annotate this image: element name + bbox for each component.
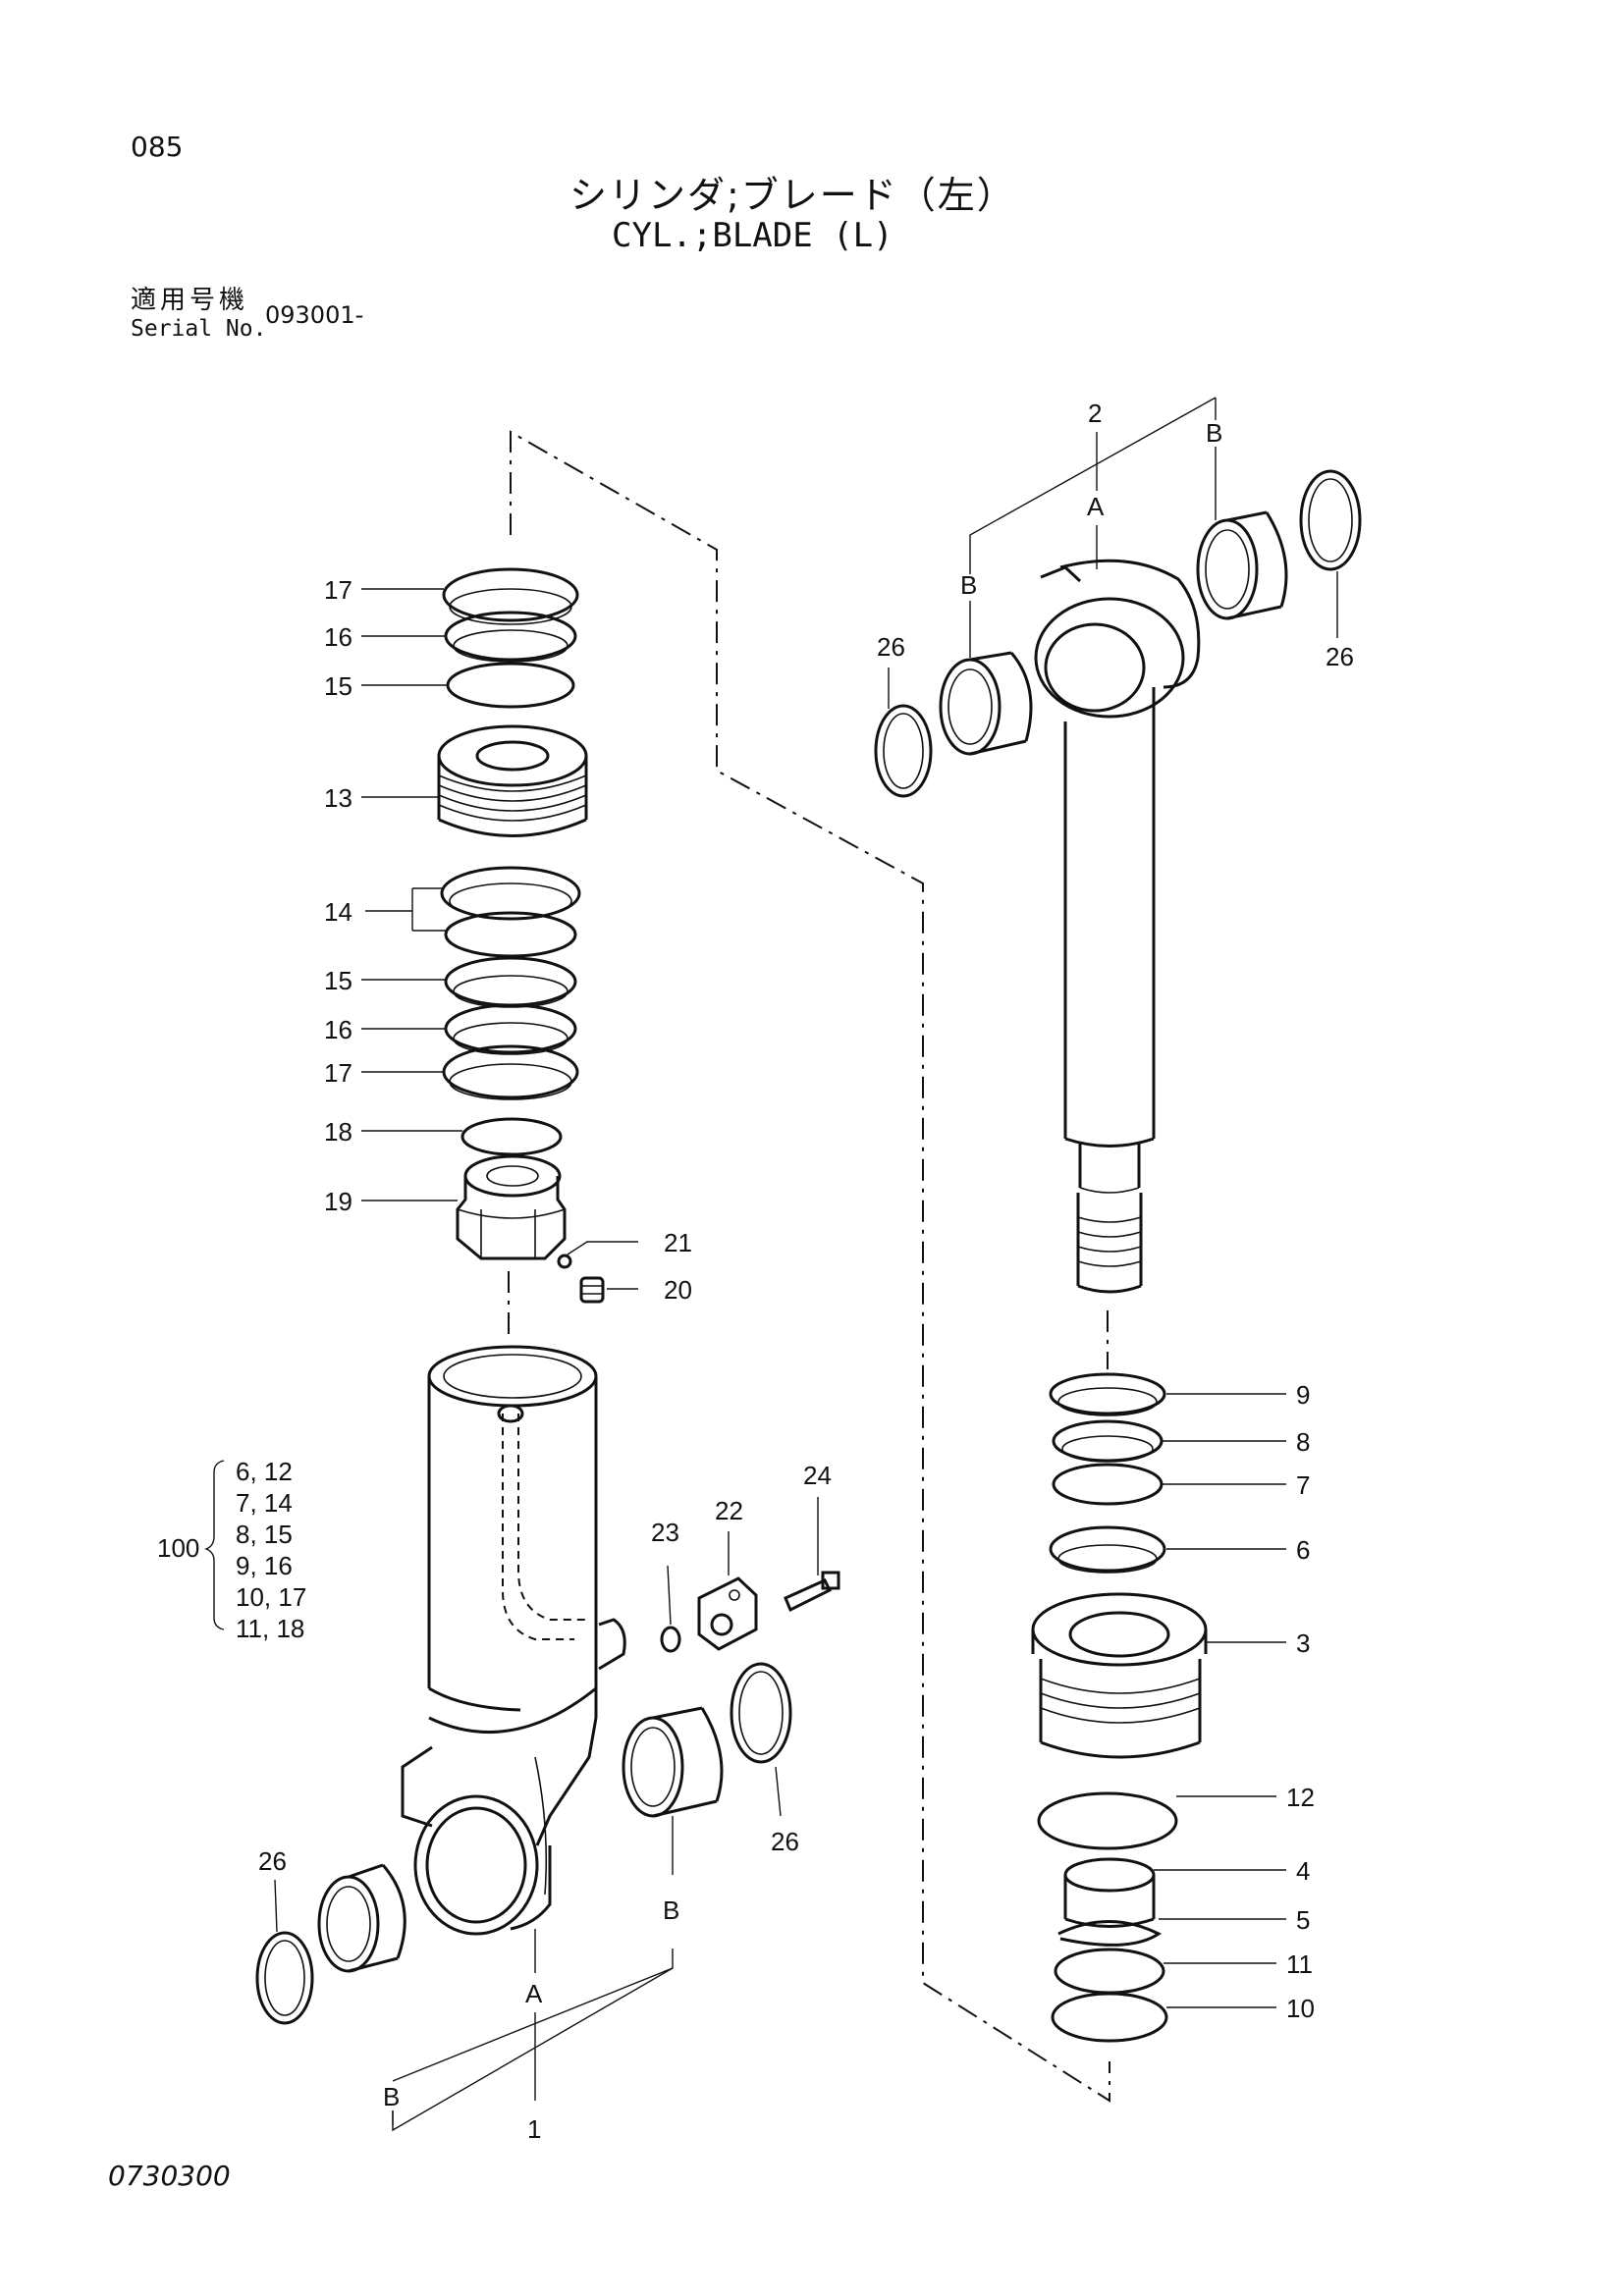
ring-26-left-upper [730, 1662, 792, 1764]
callout-18: 18 [324, 1117, 352, 1147]
ring-8 [1052, 1419, 1164, 1463]
assembly-guide-lines [508, 430, 1110, 2103]
seal-14-pair [440, 866, 581, 958]
callout-26-left-upper: 26 [771, 1827, 799, 1856]
page-title-japanese: シリンダ;ブレード（左） [569, 174, 1016, 217]
ref-a-left: A [525, 1979, 543, 2008]
piston-rod-2 [1034, 559, 1201, 1294]
bushing-left-outer [622, 1706, 724, 1818]
callout-14: 14 [324, 897, 352, 927]
ring-7 [1052, 1463, 1164, 1506]
ring-26-left-lower [255, 1931, 314, 2025]
ref-b-left-lower: B [383, 2082, 400, 2111]
ref-b-left-upper: B [663, 1896, 679, 1925]
callout-23: 23 [651, 1518, 679, 1547]
ref-b-right-right: B [1206, 418, 1222, 448]
callout-22: 22 [715, 1496, 743, 1525]
callout-21: 21 [664, 1228, 692, 1257]
ring-11 [1054, 1948, 1165, 1995]
callout-26-right-right: 26 [1326, 642, 1354, 671]
bushing-right-upper-left [939, 651, 1033, 756]
ref-b-right-left: B [960, 570, 977, 600]
ball-21 [557, 1254, 572, 1269]
ring-17-upper [442, 567, 579, 625]
callout-15-lower: 15 [324, 966, 352, 995]
bushing-right-upper-right [1196, 510, 1288, 620]
callout-17-lower: 17 [324, 1058, 352, 1088]
ring-10 [1051, 1992, 1168, 2043]
callout-10: 10 [1286, 1994, 1315, 2023]
callout-24: 24 [803, 1461, 832, 1490]
leader-lines [204, 397, 1338, 2132]
callout-19: 19 [324, 1187, 352, 1216]
kit-row: 7, 14 [236, 1488, 293, 1518]
callout-26-left-lower: 26 [258, 1846, 287, 1876]
callout-16-lower: 16 [324, 1015, 352, 1044]
callout-2: 2 [1088, 399, 1102, 428]
callout-17-upper: 17 [324, 575, 352, 605]
callout-numbers: 17 16 15 13 14 15 16 17 18 19 21 20 23 2… [258, 399, 1354, 2144]
callout-9: 9 [1296, 1380, 1310, 1410]
serial-label-japanese: 適用号機 [131, 286, 249, 315]
serial-number-value: 093001- [265, 301, 364, 329]
page-title-english: CYL.;BLADE (L) [612, 216, 893, 255]
ring-26-right-upper-left [874, 704, 933, 798]
callout-20: 20 [664, 1275, 692, 1305]
ring-15-lower [444, 956, 577, 1008]
piston-13 [437, 724, 588, 837]
kit-row: 9, 16 [236, 1551, 293, 1580]
ring-9 [1049, 1372, 1166, 1416]
callout-11: 11 [1286, 1949, 1313, 1979]
screw-20 [579, 1276, 605, 1304]
serial-label-english: Serial No. [131, 316, 267, 342]
callout-3: 3 [1296, 1629, 1310, 1658]
callout-12: 12 [1286, 1783, 1315, 1812]
kit-row: 6, 12 [236, 1457, 293, 1486]
callout-16-upper: 16 [324, 622, 352, 652]
callout-26-right-left: 26 [877, 632, 905, 662]
callout-8: 8 [1296, 1427, 1310, 1457]
snap-ring-5 [1057, 1920, 1162, 1947]
ring-6 [1049, 1525, 1166, 1574]
ref-a-right: A [1087, 492, 1105, 521]
bolt-24 [784, 1571, 840, 1613]
bushing-left [317, 1863, 406, 1973]
nut-19 [456, 1154, 567, 1260]
kit-row: 11, 18 [236, 1614, 304, 1643]
callout-6: 6 [1296, 1535, 1310, 1565]
callout-7: 7 [1296, 1470, 1310, 1500]
ring-15-upper [446, 662, 575, 709]
callout-4: 4 [1296, 1856, 1310, 1886]
kit-row: 10, 17 [236, 1582, 306, 1612]
bushing-4 [1063, 1857, 1156, 1928]
callout-5: 5 [1296, 1905, 1310, 1935]
ring-26-right-upper-right [1299, 469, 1362, 571]
drawing-code: 0730300 [108, 2160, 231, 2192]
callout-1: 1 [527, 2114, 541, 2144]
callout-15-upper: 15 [324, 671, 352, 701]
kit-label: 100 [157, 1533, 199, 1563]
oring-12 [1037, 1791, 1178, 1850]
page-number: 085 [131, 131, 184, 163]
seal-kit-100: 100 6, 12 7, 14 8, 15 9, 16 10, 17 11, 1… [157, 1457, 306, 1643]
reference-letters: A B B A B B [383, 418, 1222, 2111]
cylinder-tube-1 [401, 1345, 626, 1936]
callout-13: 13 [324, 783, 352, 813]
kit-row: 8, 15 [236, 1520, 293, 1549]
flange-22 [697, 1576, 758, 1651]
washer-18 [460, 1117, 563, 1156]
oring-23 [660, 1626, 681, 1653]
rod-cover-3 [1031, 1592, 1208, 1759]
